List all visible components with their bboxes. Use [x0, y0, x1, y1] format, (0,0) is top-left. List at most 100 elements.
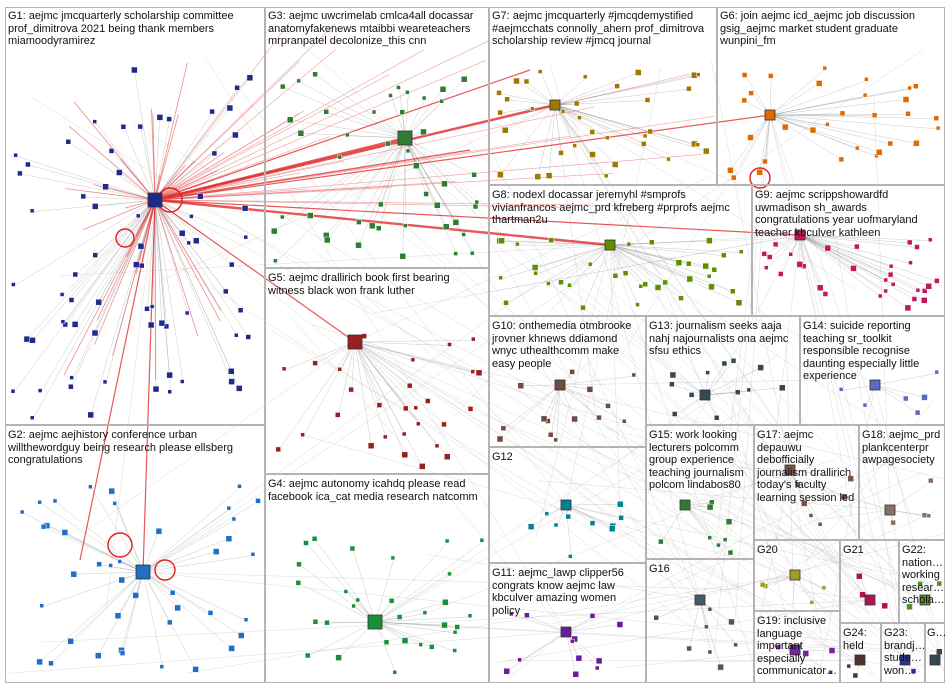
vertex-avatar — [471, 336, 476, 342]
edge — [704, 367, 761, 396]
vertex-avatar — [577, 115, 582, 120]
vertex-avatar — [405, 90, 410, 95]
edge — [154, 77, 251, 201]
edge — [63, 199, 156, 323]
inter-group-edge — [619, 114, 771, 359]
vertex-avatar — [936, 580, 943, 587]
vertex-avatar — [642, 133, 648, 139]
vertex-avatar — [678, 295, 684, 301]
vertex-avatar — [757, 364, 764, 371]
edge — [559, 384, 626, 423]
vertex-avatar — [915, 287, 921, 293]
edge — [799, 234, 882, 298]
vertex-avatar — [174, 604, 181, 612]
vertex-avatar — [653, 614, 659, 621]
hub-vertex-avatar — [784, 464, 796, 476]
vertex-avatar — [788, 252, 793, 257]
vertex-avatar — [131, 66, 138, 74]
vertex-avatar — [108, 563, 113, 568]
vertex-avatar — [756, 169, 763, 176]
vertex-avatar — [871, 112, 878, 118]
inter-group-edge — [735, 114, 771, 617]
vertex-avatar — [622, 270, 629, 276]
edge — [799, 234, 918, 248]
vertex-avatar — [580, 304, 586, 311]
vertex-avatar — [537, 69, 543, 74]
vertex-avatar — [212, 548, 220, 555]
edge — [154, 199, 171, 393]
inter-group-edge — [794, 578, 866, 651]
group-g15-label: G15: work looking lecturers polcomm grou… — [649, 429, 747, 491]
vertex-avatar — [608, 525, 616, 532]
inter-group-edge — [711, 280, 876, 386]
vertex-avatar — [228, 645, 235, 652]
vertex-avatar — [25, 161, 31, 168]
edge — [306, 543, 376, 623]
vertex-avatar — [102, 379, 108, 385]
edge — [327, 621, 376, 624]
vertex-avatar — [772, 241, 779, 248]
vertex-avatar — [137, 242, 145, 250]
edge — [704, 390, 750, 396]
edge — [404, 137, 407, 227]
vertex-avatar — [727, 549, 734, 556]
edge — [354, 341, 387, 439]
group-g20-panel — [754, 540, 840, 611]
vertex-avatar — [854, 243, 860, 250]
vertex-avatar — [312, 360, 318, 366]
vertex-avatar — [533, 270, 538, 276]
self-loop-edge — [115, 228, 135, 248]
group-g25-label: G… — [927, 627, 947, 639]
edge — [374, 558, 395, 623]
edge — [32, 199, 156, 419]
edge — [769, 114, 880, 153]
inter-group-edge — [769, 114, 915, 648]
vertex-avatar — [119, 650, 126, 656]
vertex-avatar — [560, 109, 566, 114]
edge — [404, 137, 477, 208]
edge — [769, 99, 907, 116]
edge — [507, 99, 556, 106]
vertex-avatar — [686, 260, 692, 267]
hub-vertex-avatar — [764, 109, 776, 121]
edge — [354, 339, 475, 343]
edge — [549, 244, 611, 285]
inter-group-edge — [554, 104, 806, 465]
vertex-avatar — [228, 368, 235, 375]
heavy-edge — [142, 199, 156, 573]
group-g2-panel — [5, 425, 265, 683]
edge — [550, 384, 561, 436]
vertex-avatar — [642, 281, 648, 288]
heavy-edge — [154, 179, 214, 201]
heavy-edge — [154, 23, 336, 201]
edge — [352, 548, 376, 623]
edge — [554, 75, 700, 106]
inter-group-edge — [354, 341, 934, 660]
edge — [154, 107, 231, 201]
vertex-avatar — [778, 271, 784, 277]
edge — [359, 137, 406, 223]
edge — [520, 384, 561, 386]
vertex-avatar — [92, 203, 99, 210]
vertex-avatar — [553, 437, 558, 443]
edge — [503, 384, 561, 430]
inter-group-edge — [354, 341, 859, 662]
edge — [672, 384, 706, 396]
edge — [769, 76, 772, 116]
edge — [348, 135, 406, 139]
edge — [565, 631, 577, 675]
vertex-avatar — [132, 592, 139, 599]
group-g1-label: G1: aejmc jmcquarterly scholarship commi… — [8, 10, 237, 47]
vertex-avatar — [226, 505, 232, 511]
vertex-avatar — [250, 552, 256, 557]
edge — [799, 234, 911, 244]
vertex-avatar — [312, 619, 319, 625]
vertex-avatar — [498, 237, 505, 245]
inter-group-edge — [571, 308, 906, 661]
edge — [142, 571, 171, 624]
edge — [842, 384, 876, 391]
vertex-avatar — [60, 319, 66, 324]
vertex-avatar — [501, 126, 509, 134]
group-g9-label: G9: aejmc scrippshowardfd uwmadison sh_a… — [755, 189, 921, 239]
